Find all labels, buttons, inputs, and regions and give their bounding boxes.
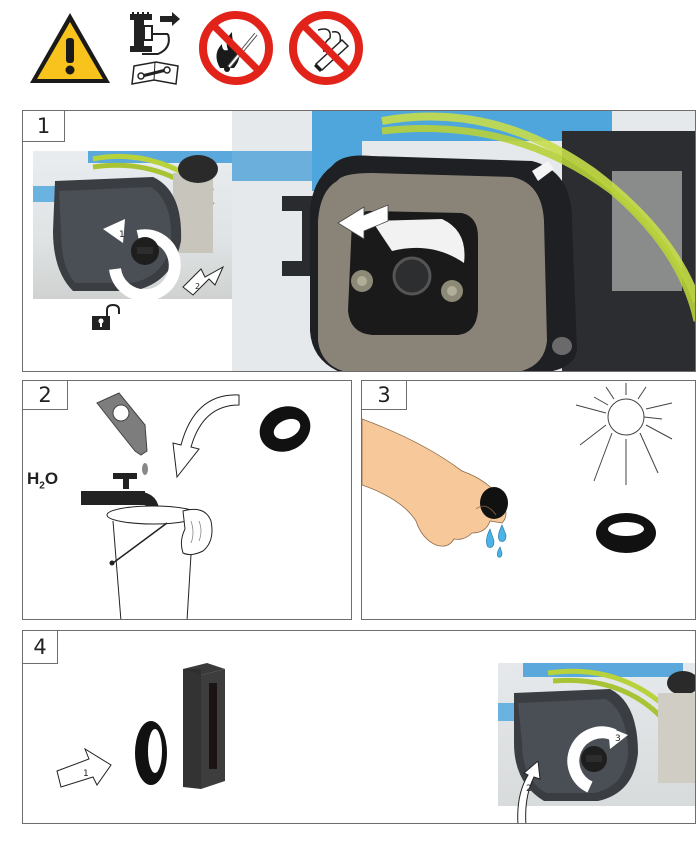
step-1-panel: 1 1 2 — [22, 110, 696, 372]
rotate-step-label: 1 — [119, 230, 125, 240]
lift-arrow-icon: 2 — [514, 761, 544, 823]
cleaning-illustration — [81, 392, 311, 619]
foam-filter-photo — [232, 111, 695, 371]
safety-icons-row — [0, 0, 380, 100]
filter-housing-icon — [183, 663, 225, 789]
svg-text:2: 2 — [526, 784, 532, 794]
step-3-number: 3 — [362, 381, 407, 410]
warning-triangle-icon — [27, 10, 113, 86]
step-2-panel: 2 H2O — [22, 380, 352, 620]
step-4-number: 4 — [23, 631, 58, 664]
water-drops-icon — [486, 524, 507, 558]
detergent-bottle-icon — [96, 392, 148, 475]
step-1-number: 1 — [23, 111, 65, 142]
foam-ring-icon — [596, 513, 656, 553]
no-smoking-icon — [288, 10, 364, 86]
water-label: H2O — [27, 469, 59, 492]
no-open-flame-icon — [198, 10, 274, 86]
bucket-icon — [106, 505, 213, 619]
unlock-icon — [91, 304, 123, 332]
sun-icon — [575, 383, 673, 485]
svg-text:2: 2 — [195, 282, 200, 291]
step-4-panel: 4 1 — [22, 630, 696, 824]
reassembly-illustration: 1 — [56, 663, 225, 789]
drying-illustration — [362, 383, 673, 558]
insert-arrow-icon: 1 — [56, 747, 112, 788]
air-filter-cover-photo: 1 2 — [33, 151, 233, 299]
step-2-number: 2 — [23, 381, 68, 410]
foam-ring-icon — [135, 721, 167, 785]
curved-arrow-icon — [172, 394, 240, 479]
hand-icon — [362, 418, 508, 547]
foam-ring-icon — [259, 406, 311, 452]
spark-plug-manual-icon — [128, 10, 184, 86]
svg-text:1: 1 — [83, 769, 89, 779]
step-3-panel: 3 — [361, 380, 696, 620]
svg-text:3: 3 — [615, 734, 621, 744]
